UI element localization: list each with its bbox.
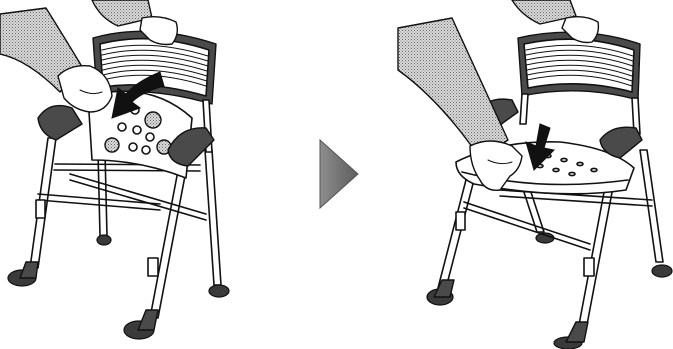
fold-down-arrow — [111, 71, 165, 119]
right-triangle-arrow-icon — [319, 138, 359, 210]
step-1-hands — [0, 0, 179, 113]
press-down-arrow — [525, 123, 556, 171]
seat-drain-holes — [104, 105, 172, 155]
seat-drain-holes-2 — [536, 153, 598, 177]
step-1-illustration — [0, 0, 230, 340]
backrest-2 — [517, 31, 641, 135]
armrests — [37, 104, 215, 167]
step-2-hands — [397, 0, 600, 191]
step-2-illustration — [397, 0, 673, 349]
front-frame — [7, 137, 207, 340]
